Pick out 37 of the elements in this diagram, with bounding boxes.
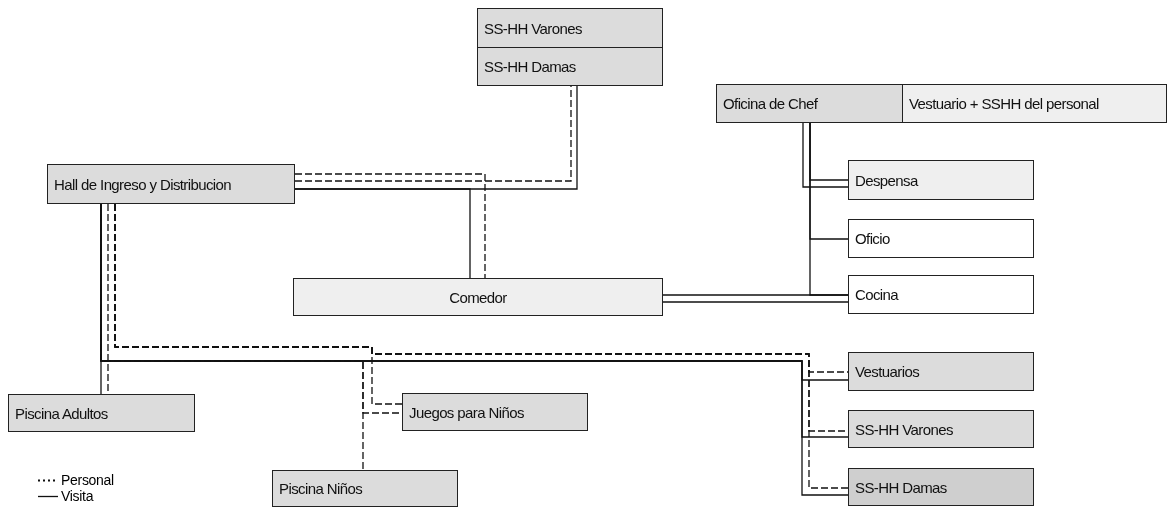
room-label: Hall de Ingreso y Distribucion [54, 175, 232, 193]
room-box [848, 410, 1034, 448]
room-label: Comedor [449, 288, 507, 306]
room-box [477, 47, 663, 86]
room-label: SS-HH Damas [855, 478, 947, 496]
room-label: Oficio [855, 230, 890, 247]
room-label: Oficina de Chef [723, 95, 818, 112]
room-label: Vestuarios [855, 363, 920, 380]
room-box [8, 394, 195, 432]
legend-label: Visita [61, 488, 94, 504]
room-box [47, 164, 295, 204]
room-label: Despensa [855, 171, 918, 189]
room-box [293, 278, 663, 316]
dashed-connector [294, 173, 486, 279]
room-label: Piscina Niños [279, 480, 363, 497]
room-box [848, 468, 1034, 506]
room-box [848, 352, 1034, 391]
room-box [848, 160, 1034, 200]
room-box [402, 393, 588, 431]
room-box [902, 84, 1167, 123]
room-label: Juegos para Niños [409, 403, 524, 421]
connector-line [662, 294, 849, 296]
connector-line [802, 122, 849, 188]
room-box [848, 275, 1034, 314]
room-label: Vestuario + SSHH del personal [909, 95, 1099, 112]
room-label: SS-HH Damas [484, 58, 576, 75]
room-box [272, 470, 458, 507]
room-label: SS-HH Varones [484, 19, 582, 37]
room-label: Cocina [855, 286, 899, 303]
connector-line [294, 188, 471, 279]
room-box [848, 219, 1034, 258]
room-label: SS-HH Varones [855, 420, 953, 438]
legend-label: Personal [61, 472, 114, 488]
connector-line [662, 301, 849, 303]
room-box [716, 84, 903, 123]
room-label: Piscina Adultos [15, 404, 108, 422]
room-box [477, 8, 663, 48]
